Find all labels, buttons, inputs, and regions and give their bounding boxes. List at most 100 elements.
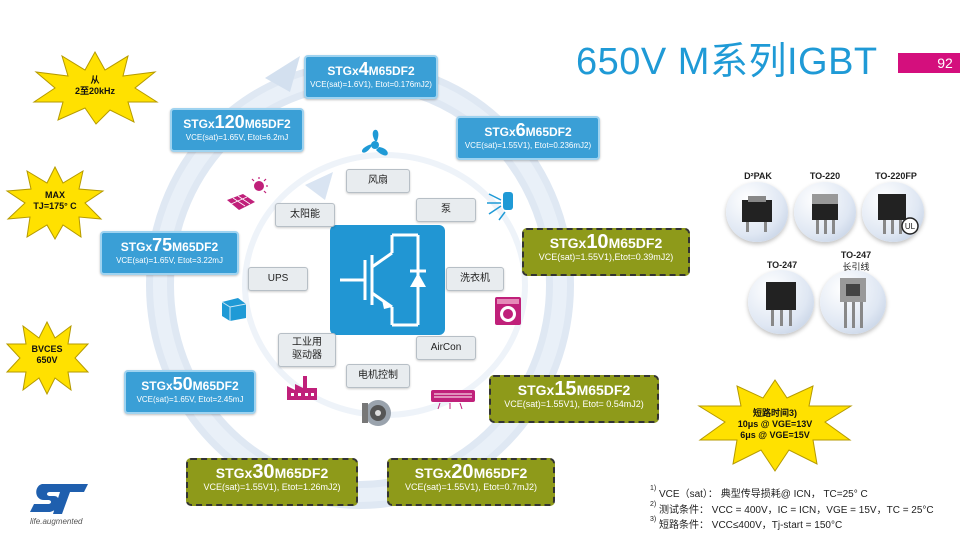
product-prefix: STGx [414, 465, 452, 481]
product-box-50[interactable]: STGx50M65DF2 VCE(sat)=1.65V, Etot=2.45mJ [124, 370, 256, 414]
app-motor-control[interactable]: 电机控制 [346, 364, 410, 388]
product-prefix: STGx [517, 382, 555, 398]
product-prefix: STGx [327, 64, 359, 78]
star-line: 从 [90, 75, 100, 85]
to220fp-chip-icon: UL [878, 194, 919, 235]
star-line: BVCES [31, 344, 63, 354]
star-line: 6μs @ VGE=15V [740, 430, 810, 440]
page-number: 92 [937, 55, 953, 71]
package-image-to220fp: UL [862, 182, 924, 242]
product-suffix: M65DF2 [172, 240, 219, 254]
app-industrial-drive[interactable]: 工业用 驱动器 [278, 333, 336, 367]
product-suffix: M65DF2 [576, 382, 631, 398]
app-washing-machine[interactable]: 洗衣机 [446, 267, 504, 291]
product-name: STGx4M65DF2 [306, 60, 436, 79]
star-burst-bvces [5, 320, 90, 395]
package-label-d2pak: D²PAK [744, 171, 772, 181]
product-spec: VCE(sat)=1.55V1), Etot=0.236mJ2) [464, 141, 592, 150]
product-spec: VCE(sat)=1.55V1), Etot= 0.54mJ2) [504, 399, 644, 409]
app-fan[interactable]: 风扇 [346, 169, 410, 193]
ring-arrow-top [265, 56, 300, 92]
product-prefix: STGx [484, 125, 516, 139]
pump-sprinkler-icon [487, 192, 513, 221]
svg-text:UL: UL [905, 222, 916, 231]
product-suffix: M65DF2 [244, 117, 291, 131]
product-box-20[interactable]: STGx20M65DF2 VCE(sat)=1.55V1), Etot=0.7m… [387, 458, 555, 506]
product-name: STGx50M65DF2 [126, 374, 254, 394]
ups-unit-icon [221, 298, 247, 321]
factory-icon [287, 376, 317, 400]
product-prefix: STGx [120, 240, 153, 254]
logo-tagline: life.augmented [30, 517, 83, 526]
product-box-75[interactable]: STGx75M65DF2 VCE(sat)=1.65V, Etot=3.22mJ [100, 231, 239, 275]
footnote-text: VCE（sat）： 典型传导损耗@ ICN， TC=25° C [659, 489, 868, 500]
star-line: TJ=175° C [33, 201, 77, 211]
igbt-symbol-icon [340, 233, 426, 327]
footnote-marker: 1) [650, 485, 657, 492]
product-name: STGx120M65DF2 [172, 113, 302, 132]
star-text-max-tj: MAX TJ=175° C [18, 190, 92, 212]
package-label-to247-long: TO-247 长引线 [826, 250, 886, 273]
package-image-to247 [748, 270, 814, 334]
star-burst-frequency [32, 50, 159, 125]
product-spec: VCE(sat)=1.65V, Etot=3.22mJ [116, 256, 223, 265]
product-name: STGx20M65DF2 [389, 461, 553, 483]
ring-arrow-inner [305, 172, 333, 200]
product-name: STGx15M65DF2 [491, 378, 657, 400]
star-text-short-circuit: 短路时间3) 10μs @ VGE=13V 6μs @ VGE=15V [730, 408, 820, 441]
page-title: 650V M系列IGBT [576, 41, 878, 83]
package-image-to220 [794, 182, 856, 242]
page-number-bar [898, 53, 960, 73]
product-spec: VCE(sat)=1.55V1), Etot=0.7mJ2) [404, 482, 538, 492]
app-aircon[interactable]: AirCon [416, 336, 476, 360]
footnote-marker: 3) [650, 516, 657, 523]
package-label-to220: TO-220 [809, 171, 841, 181]
product-box-4[interactable]: STGx4M65DF2 VCE(sat)=1.6V1), Etot=0.176m… [304, 55, 438, 99]
product-suffix: M65DF2 [608, 235, 663, 251]
solar-panel-icon [227, 177, 268, 210]
d2pak-chip-icon [742, 196, 772, 232]
app-ups[interactable]: UPS [248, 267, 308, 291]
product-number: 50 [172, 374, 193, 394]
air-conditioner-icon [431, 390, 475, 410]
product-box-15[interactable]: STGx15M65DF2 VCE(sat)=1.55V1), Etot= 0.5… [489, 375, 659, 423]
star-text-frequency: 从 2至20kHz [60, 75, 130, 97]
to220-chip-icon [812, 194, 838, 234]
product-box-10[interactable]: STGx10M65DF2 VCE(sat)=1.55V1),Etot=0.39m… [522, 228, 690, 276]
motor-icon [362, 400, 391, 426]
product-number: 20 [451, 461, 474, 483]
product-box-30[interactable]: STGx30M65DF2 VCE(sat)=1.55V1), Etot=1.26… [186, 458, 358, 506]
star-line: 650V [36, 355, 58, 365]
package-label-to220fp: TO-220FP [875, 171, 917, 181]
package-label-to247: TO-247 [766, 260, 798, 270]
product-name: STGx30M65DF2 [188, 461, 356, 483]
star-burst-max-tj [5, 165, 105, 240]
product-prefix: STGx [183, 117, 215, 131]
fan-icon [361, 129, 388, 156]
st-logo-icon [30, 484, 88, 514]
product-suffix: M65DF2 [192, 379, 239, 393]
app-pump[interactable]: 泵 [416, 198, 476, 222]
product-number: 30 [252, 461, 275, 483]
product-spec: VCE(sat)=1.55V1),Etot=0.39mJ2) [538, 252, 674, 262]
product-name: STGx6M65DF2 [458, 121, 598, 140]
star-line: 短路时间3) [752, 408, 797, 418]
app-label-line: 工业用 [292, 337, 322, 348]
to247-chip-icon [766, 282, 796, 326]
package-image-to247-long-lead [820, 270, 886, 334]
product-number: 15 [554, 378, 577, 400]
app-solar[interactable]: 太阳能 [275, 203, 335, 227]
product-spec: VCE(sat)=1.65V, Etot=2.45mJ [136, 395, 244, 404]
product-suffix: M65DF2 [473, 465, 528, 481]
product-box-6[interactable]: STGx6M65DF2 VCE(sat)=1.55V1), Etot=0.236… [456, 116, 600, 160]
footnote-3: 3) 短路条件： VCC≤400V，Tj-start = 150°C [650, 516, 842, 531]
product-suffix: M65DF2 [274, 465, 329, 481]
product-box-120[interactable]: STGx120M65DF2 VCE(sat)=1.65V, Etot=6.2mJ [170, 108, 304, 152]
star-text-bvces: BVCES 650V [12, 344, 82, 366]
footnote-2: 2) 测试条件： VCC = 400V，IC = ICN，VGE = 15V，T… [650, 501, 934, 516]
footnote-text: 测试条件： VCC = 400V，IC = ICN，VGE = 15V，TC =… [659, 505, 934, 516]
footnote-marker: 2) [650, 501, 657, 508]
product-number: 10 [586, 231, 609, 253]
product-name: STGx75M65DF2 [102, 236, 237, 255]
product-prefix: STGx [141, 379, 173, 393]
